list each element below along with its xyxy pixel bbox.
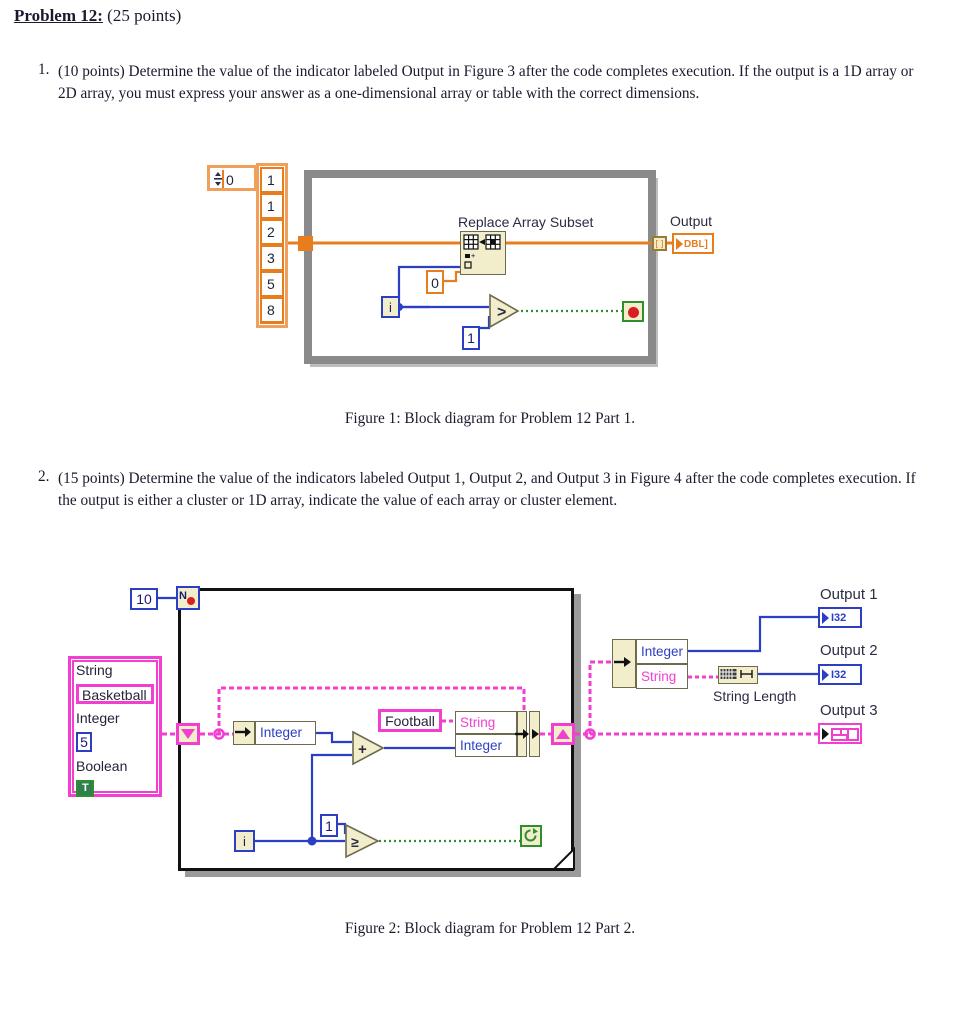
question-1-text: (10 points) Determine the value of the i…	[58, 63, 914, 102]
string-length-label: String Length	[713, 688, 797, 704]
unbundle-out-field-string[interactable]: String	[636, 664, 688, 689]
loop-count-terminal: N	[176, 586, 200, 610]
array-element-2[interactable]: 2	[262, 221, 282, 243]
problem-points: (25 points)	[107, 6, 182, 25]
output-2-label: Output 2	[820, 642, 878, 659]
svg-text:N: N	[179, 590, 187, 602]
output-label-figure1: Output	[670, 213, 713, 229]
array-index-display[interactable]: 0	[207, 165, 257, 191]
index-constant-zero[interactable]: 0	[426, 270, 444, 294]
cluster-string-value[interactable]: Basketball	[76, 684, 154, 704]
stop-condition-terminal[interactable]	[622, 301, 644, 322]
cluster-integer-label: Integer	[76, 710, 120, 726]
output-terminal-dbl[interactable]: DBL]	[672, 233, 714, 254]
array-element-3[interactable]: 3	[262, 247, 282, 269]
greater-than-node[interactable]: >	[489, 293, 520, 329]
cluster-boolean-value: T	[82, 782, 89, 794]
shift-register-left	[176, 723, 200, 745]
replace-array-subset-label: Replace Array Subset	[458, 214, 594, 230]
bundle-arrow-icon	[515, 729, 539, 739]
svg-text:+: +	[358, 741, 367, 758]
string-constant-football[interactable]: Football	[378, 709, 442, 732]
cluster-inner-frame	[72, 660, 158, 793]
compare-constant-one[interactable]: 1	[462, 326, 480, 350]
shift-register-right	[551, 723, 575, 745]
array-element-4[interactable]: 5	[262, 273, 282, 295]
output-3-terminal[interactable]	[818, 723, 862, 744]
cluster-integer-value[interactable]: 5	[76, 732, 92, 752]
cluster-boolean-value-container[interactable]: T	[76, 780, 94, 797]
question-1-number: 1.	[38, 61, 50, 78]
unbundle-by-name-icon-in-loop[interactable]	[233, 721, 255, 745]
svg-text:+: +	[471, 252, 475, 260]
loop-output-tunnel: []	[652, 236, 667, 251]
bundle-field-integer[interactable]: Integer	[455, 734, 517, 757]
unbundle-by-name-icon-out[interactable]	[612, 639, 636, 688]
continue-condition-terminal[interactable]	[520, 825, 542, 847]
svg-text:≥: ≥	[351, 834, 359, 850]
cluster-boolean-label: Boolean	[76, 758, 128, 774]
unbundle-field-integer-in-loop[interactable]: Integer	[255, 721, 316, 745]
replace-array-subset-icon[interactable]: +	[460, 231, 506, 275]
array-inner-frame	[260, 167, 284, 324]
string-length-icon[interactable]	[718, 666, 758, 684]
question-2-number: 2.	[38, 468, 50, 485]
iteration-terminal-figure2: i	[234, 830, 255, 852]
output-1-terminal[interactable]: I32	[818, 607, 862, 628]
for-loop-corner-fold	[551, 846, 575, 870]
count-constant[interactable]: 10	[130, 588, 158, 610]
output-1-label: Output 1	[820, 586, 878, 603]
cluster-string-label: String	[76, 662, 113, 678]
output-1-type: I32	[831, 612, 847, 624]
figure-2-caption: Figure 2: Block diagram for Problem 12 P…	[344, 920, 636, 937]
greater-equal-node[interactable]: ≥	[345, 823, 380, 859]
problem-label: Problem 12:	[14, 6, 103, 25]
bundle-field-string[interactable]: String	[455, 711, 517, 734]
svg-text:[]: []	[654, 240, 665, 250]
index-spinner-icon[interactable]	[212, 170, 224, 188]
output-terminal-type: DBL]	[684, 239, 708, 250]
output-3-label: Output 3	[820, 702, 878, 719]
array-element-5[interactable]: 8	[262, 299, 282, 321]
output-2-terminal[interactable]: I32	[818, 664, 862, 685]
page-title: Problem 12: (25 points)	[14, 6, 181, 26]
array-element-1[interactable]: 1	[262, 195, 282, 217]
iteration-terminal-figure1: i	[381, 296, 400, 318]
figure-1-caption: Figure 1: Block diagram for Problem 12 P…	[344, 410, 636, 427]
question-2-text: (15 points) Determine the value of the i…	[58, 470, 916, 509]
compare-constant-one-figure2[interactable]: 1	[320, 814, 338, 837]
output-2-type: I32	[831, 669, 847, 681]
array-index-value: 0	[226, 172, 234, 188]
array-element-0[interactable]: 1	[262, 169, 282, 191]
unbundle-out-field-integer[interactable]: Integer	[636, 639, 688, 664]
add-node[interactable]: +	[352, 730, 385, 766]
svg-text:>: >	[497, 304, 506, 321]
